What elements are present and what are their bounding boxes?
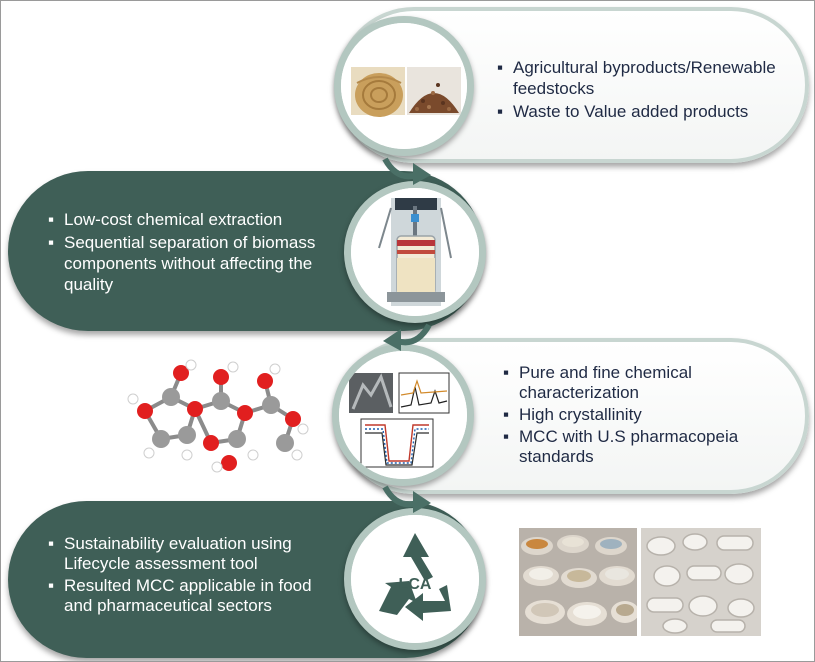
stage-1-bullet: ▪Waste to Value added products bbox=[497, 102, 749, 121]
straw-bale-icon bbox=[351, 67, 405, 117]
lca-label: LCA bbox=[399, 576, 432, 593]
molecule-icon bbox=[127, 359, 309, 473]
recycle-icon: LCA bbox=[351, 515, 479, 643]
stage-4-image-circle: LCA bbox=[344, 508, 486, 650]
stage-2-bullet: ▪Sequential separation of biomass compon… bbox=[48, 233, 316, 294]
spectra-chart-icon bbox=[339, 351, 467, 479]
stage-2-bullets: ▪Low-cost chemical extraction ▪Sequentia… bbox=[48, 209, 326, 295]
stage-1-image-circle bbox=[334, 16, 474, 156]
stage-3-bullet: ▪High crystallinity bbox=[503, 405, 642, 424]
stage-3-bullet: ▪Pure and fine chemical characterization bbox=[503, 363, 692, 402]
stage-4-bullet: ▪Resulted MCC applicable in food and pha… bbox=[48, 576, 312, 615]
stage-4-bullet: ▪Sustainability evaluation using Lifecyc… bbox=[48, 534, 292, 573]
stage-2-image-circle bbox=[344, 181, 486, 323]
powder-bowls-icon bbox=[519, 528, 637, 636]
stage-4-bullets: ▪Sustainability evaluation using Lifecyc… bbox=[48, 534, 333, 616]
reactor-icon bbox=[351, 188, 479, 316]
biomass-feedstock-image bbox=[341, 23, 467, 149]
pills-icon bbox=[641, 528, 761, 636]
arrow-3-to-4 bbox=[382, 485, 431, 513]
grain-pile-icon bbox=[407, 67, 461, 115]
stage-3-bullets: ▪Pure and fine chemical characterization… bbox=[503, 363, 773, 467]
stage-2-bullet: ▪Low-cost chemical extraction bbox=[48, 210, 283, 229]
stage-3-image-circle bbox=[332, 344, 474, 486]
stage-1-bullet: ▪Agricultural byproducts/Renewable feeds… bbox=[497, 58, 776, 98]
arrow-1-to-2 bbox=[382, 157, 431, 185]
arrow-2-to-3 bbox=[383, 323, 432, 351]
stage-1-bullets: ▪Agricultural byproducts/Renewable feeds… bbox=[497, 57, 802, 122]
stage-3-bullet: ▪MCC with U.S pharmacopeia standards bbox=[503, 427, 739, 466]
